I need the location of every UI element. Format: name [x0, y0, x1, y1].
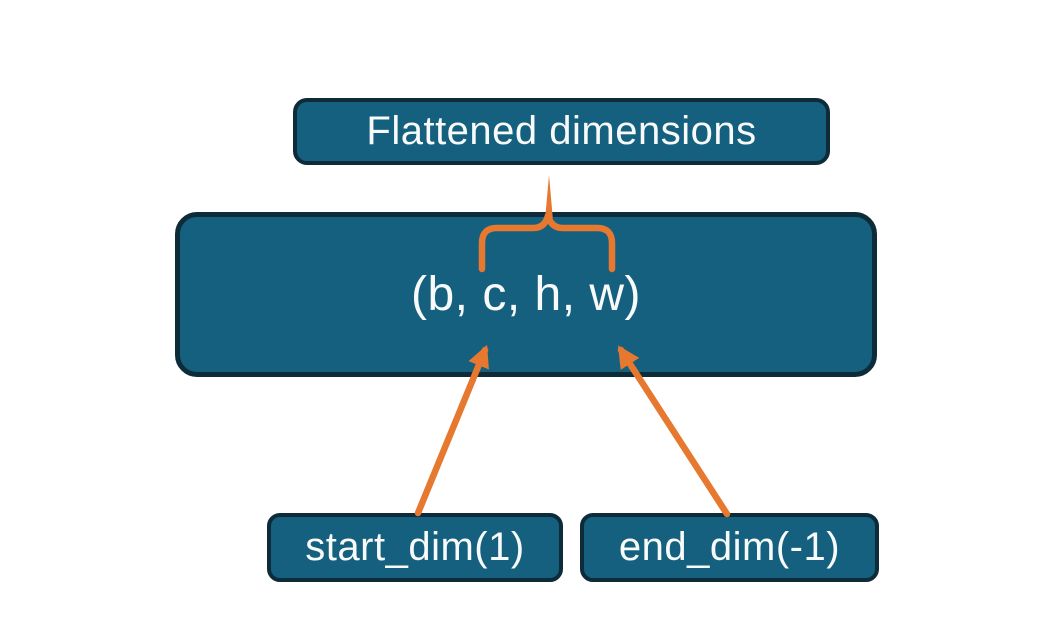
tensor-shape-box: (b, c, h, w) [175, 212, 877, 377]
flattened-dimensions-box: Flattened dimensions [293, 98, 830, 165]
start-dim-label: start_dim(1) [305, 525, 525, 569]
start-dim-box: start_dim(1) [267, 513, 563, 582]
end-dim-box: end_dim(-1) [580, 513, 879, 582]
flattened-dimensions-label: Flattened dimensions [366, 109, 757, 153]
end-dim-label: end_dim(-1) [618, 525, 841, 569]
tensor-shape-label: (b, c, h, w) [410, 268, 642, 321]
